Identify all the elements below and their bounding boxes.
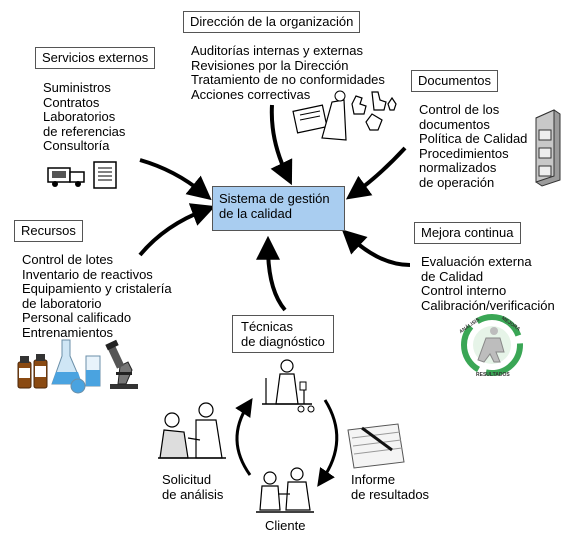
- documentos-item: Procedimientos: [419, 145, 509, 161]
- solicitud-line-1: Solicitud: [162, 472, 212, 487]
- flasks-icon: [51, 339, 101, 394]
- recursos-title: Recursos: [21, 223, 76, 238]
- mejora-title: Mejora continua: [421, 225, 514, 240]
- direccion-item: Acciones correctivas: [191, 86, 311, 102]
- bottles-icon: [17, 354, 48, 389]
- informe-label: Informe de resultados: [351, 472, 429, 502]
- scientist-icon: [262, 359, 315, 413]
- recursos-list: Control de lotes Inventario de reactivos…: [22, 252, 172, 341]
- documentos-item: de operación: [419, 174, 495, 190]
- tecnicas-line-1: Técnicas: [241, 319, 294, 334]
- client-icon: [256, 467, 314, 513]
- recursos-item: Entrenamientos: [22, 324, 114, 340]
- direccion-list: Auditorías internas y externas Revisione…: [191, 43, 385, 102]
- servicios-item: de referencias: [43, 123, 126, 139]
- center-line-1: Sistema de gestión: [219, 191, 330, 206]
- arrow-tecnicas: [256, 235, 287, 312]
- informe-line-1: Informe: [351, 472, 396, 487]
- recursos-item: Inventario de reactivos: [22, 266, 153, 282]
- mejora-item: Calibración/verificación: [421, 297, 555, 313]
- servicios-item: Suministros: [43, 80, 111, 95]
- tecnicas-line-2: de diagnóstico: [241, 334, 325, 349]
- direccion-item: Revisiones por la Dirección: [191, 57, 349, 73]
- arrow-documentos: [345, 146, 407, 200]
- informe-line-2: de resultados: [351, 487, 430, 502]
- mejora-item: Evaluación externa: [421, 254, 532, 269]
- hands-icon: [351, 91, 397, 131]
- document-icon: [93, 161, 117, 189]
- arrow-right-loop: [317, 399, 339, 487]
- servicios-title: Servicios externos: [42, 50, 149, 65]
- center-system-box: Sistema de gestión de la calidad: [212, 186, 345, 231]
- mejora-title-box: Mejora continua: [414, 222, 521, 244]
- documentos-list: Control de los documentos Política de Ca…: [419, 102, 528, 191]
- servicios-item: Laboratorios: [43, 109, 116, 125]
- recursos-item: de laboratorio: [22, 295, 102, 311]
- improvement-cycle-icon: [461, 314, 523, 376]
- solicitud-line-2: de análisis: [162, 487, 224, 502]
- mejora-list: Evaluación externa de Calidad Control in…: [421, 254, 555, 313]
- recursos-item: Control de lotes: [22, 252, 114, 267]
- direccion-title: Dirección de la organización: [190, 14, 354, 29]
- direccion-item: Auditorías internas y externas: [191, 43, 363, 58]
- solicitud-label: Solicitud de análisis: [162, 472, 223, 502]
- documentos-item: documentos: [419, 116, 490, 132]
- patient-icon: [158, 402, 226, 459]
- recursos-item: Personal calificado: [22, 310, 132, 326]
- badge-resultados: RESULTADOS: [476, 372, 510, 378]
- direccion-item: Tratamiento de no conformidades: [191, 72, 385, 88]
- arrow-left-loop: [235, 397, 253, 476]
- center-line-2: de la calidad: [219, 206, 292, 221]
- filing-cabinet-icon: [535, 109, 561, 187]
- mejora-item: Control interno: [421, 283, 507, 299]
- arrow-direccion: [269, 104, 293, 186]
- truck-icon: [47, 167, 85, 187]
- documentos-item: Control de los: [419, 102, 500, 117]
- servicios-item: Consultoría: [43, 138, 110, 154]
- servicios-title-box: Servicios externos: [35, 47, 156, 69]
- documentos-title: Documentos: [418, 73, 491, 88]
- microscope-icon: [105, 339, 138, 389]
- servicios-list: Suministros Contratos Laboratorios de re…: [43, 80, 126, 154]
- documentos-item: Política de Calidad: [419, 131, 528, 147]
- recursos-item: Equipamiento y cristalería: [22, 281, 172, 297]
- meeting-icon: [292, 90, 347, 141]
- servicios-item: Contratos: [43, 94, 100, 110]
- mejora-item: de Calidad: [421, 268, 484, 284]
- arrow-recursos: [138, 203, 216, 257]
- cliente-label: Cliente: [265, 518, 306, 533]
- notebook-pen-icon: [347, 423, 405, 469]
- direccion-title-box: Dirección de la organización: [183, 11, 361, 33]
- tecnicas-box: Técnicas de diagnóstico: [232, 315, 334, 353]
- recursos-title-box: Recursos: [14, 220, 83, 242]
- documentos-item: normalizados: [419, 160, 497, 176]
- documentos-title-box: Documentos: [411, 70, 498, 92]
- arrow-mejora: [341, 229, 411, 267]
- arrow-servicios: [139, 158, 212, 201]
